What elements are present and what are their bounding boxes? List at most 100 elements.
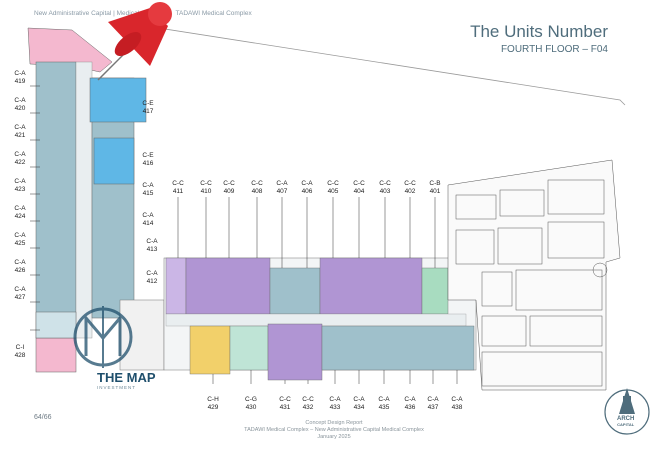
unit-number: 424 (14, 213, 26, 220)
corridor-left (75, 61, 93, 339)
pink-unit-428 (35, 337, 77, 373)
breadcrumb-end: TADAWI Medical Complex (175, 10, 252, 17)
unit-type-code: C-C (353, 180, 365, 187)
unit-number: 414 (142, 220, 154, 227)
unit-number: 411 (172, 188, 184, 195)
page-title: The Units Number (470, 22, 608, 41)
unit-401 (421, 267, 449, 315)
unit-type-code: C-A (142, 182, 154, 189)
unit-type-code: C-C (379, 180, 391, 187)
unit-number: 403 (379, 188, 391, 195)
unit-number: 435 (378, 404, 390, 411)
blue-unit-417 (89, 77, 147, 123)
blue-unit-416 (93, 137, 135, 185)
unit-number: 421 (14, 132, 26, 139)
arch-capital-logo-icon (604, 388, 650, 435)
unit-number: 423 (14, 186, 26, 193)
unit-number: 415 (142, 190, 154, 197)
push-pin-icon (97, 2, 172, 81)
unit-type-code: C-H (207, 396, 219, 403)
unit-type-code: C-A (14, 286, 26, 293)
unit-type-code: C-A (142, 212, 154, 219)
unit-type-code: C-C (279, 396, 291, 403)
unit-type-code: C-A (14, 205, 26, 212)
watermark-brand-text: THE MAP (97, 370, 156, 385)
unit-number: 406 (301, 188, 313, 195)
unit-type-code: C-B (429, 180, 441, 187)
page-subtitle: FOURTH FLOOR – F04 (500, 44, 608, 55)
core-area (119, 299, 165, 371)
arch-logo-line1: ARCH (617, 416, 635, 422)
unit-number: 408 (251, 188, 263, 195)
breadcrumb: New Administrative Capital | Medical C TA… (34, 10, 252, 17)
unit-430 (229, 325, 269, 371)
unit-type-code: C-A (451, 396, 463, 403)
unit-type-code: C-A (14, 70, 26, 77)
unit-type-code: C-A (404, 396, 416, 403)
footer: Concept Design Report TADAWI Medical Com… (244, 420, 424, 441)
unit-number: 430 (245, 404, 257, 411)
unit-number: 409 (223, 188, 235, 195)
unit-type-code: C-A (276, 180, 288, 187)
unit-number: 436 (404, 404, 416, 411)
unit-number: 407 (276, 188, 288, 195)
unit-type-code: C-A (427, 396, 439, 403)
unit-number: 437 (427, 404, 439, 411)
unit-type-code: C-C (251, 180, 263, 187)
unit-number: 419 (14, 78, 26, 85)
unit-type-code: C-G (245, 396, 257, 403)
unit-type-code: C-C (223, 180, 235, 187)
unit-405-402 (319, 257, 423, 315)
unit-type-code: C-I (15, 344, 25, 351)
unit-number: 405 (327, 188, 339, 195)
unit-number: 426 (14, 267, 26, 274)
unit-type-code: C-A (353, 396, 365, 403)
unit-number: 412 (146, 278, 158, 285)
unit-type-code: C-A (14, 178, 26, 185)
light-unit-427 (35, 311, 77, 339)
unit-429 (189, 325, 231, 375)
unit-number: 438 (451, 404, 463, 411)
unit-number: 416 (142, 160, 154, 167)
breadcrumb-start: New Administrative Capital | Medical C (34, 10, 146, 17)
unit-type-code: C-A (378, 396, 390, 403)
main-wing-block (163, 257, 477, 381)
unit-407-406 (269, 267, 321, 315)
unit-type-code: C-A (14, 232, 26, 239)
unit-type-code: C-C (404, 180, 416, 187)
unit-number: 401 (429, 188, 441, 195)
arch-logo-text: ARCH CAPITAL (617, 416, 634, 428)
watermark-brand: THE MAP (97, 370, 156, 385)
unit-number: 431 (279, 404, 291, 411)
unit-411 (165, 257, 187, 315)
unit-number: 422 (14, 159, 26, 166)
unit-type-code: C-E (142, 152, 154, 159)
unit-410-409-408 (185, 257, 271, 315)
unit-number: 402 (404, 188, 416, 195)
unit-type-code: C-A (14, 124, 26, 131)
unit-number: 428 (14, 352, 26, 359)
unit-number: 417 (142, 108, 154, 115)
pink-unit-419 (27, 27, 113, 73)
footer-line3: January 2025 (317, 434, 351, 440)
